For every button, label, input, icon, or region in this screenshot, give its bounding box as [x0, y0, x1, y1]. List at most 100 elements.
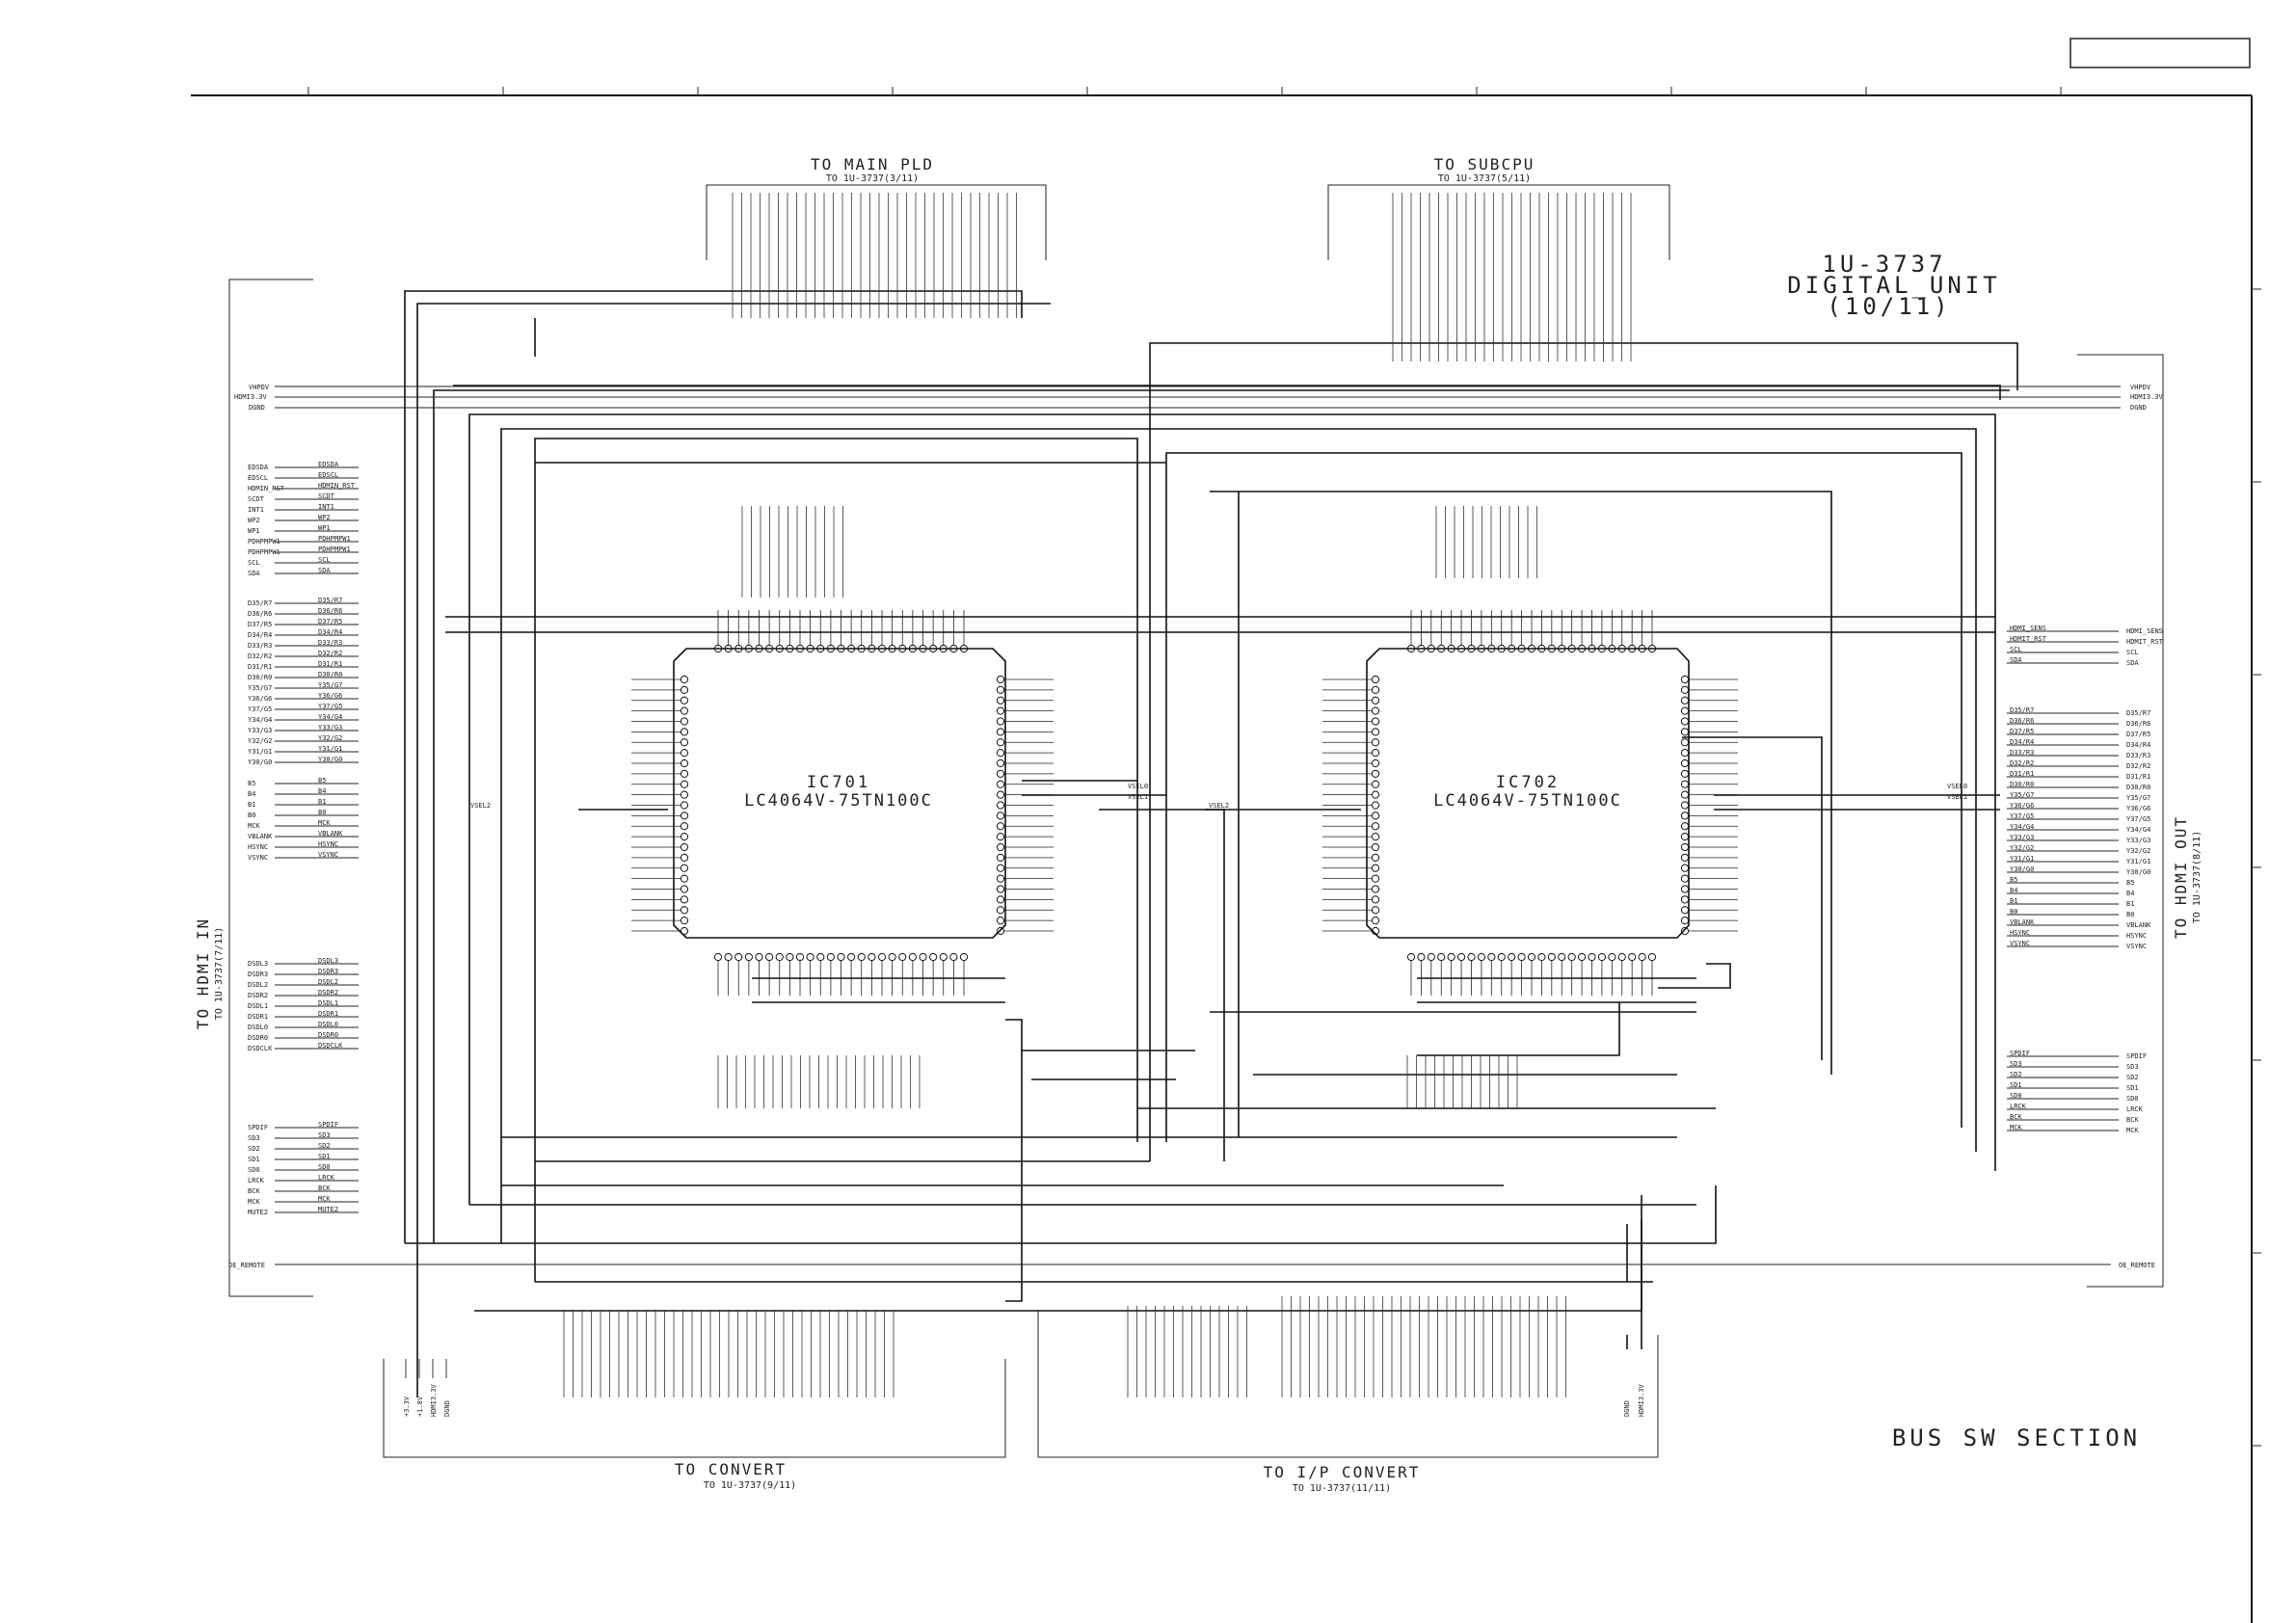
hdmi-out-net-label: D37/R5: [2010, 728, 2034, 735]
hdmi-out-signal: Y34/G4: [2126, 826, 2150, 834]
ic-pin: [939, 952, 948, 962]
ic-pin: [680, 895, 689, 904]
rail-dgnd-left: DGND: [249, 404, 265, 412]
ic-pin: [724, 644, 733, 653]
hdmi-out-net-label: D33/R3: [2010, 749, 2034, 757]
ic-pin: [949, 644, 958, 653]
ic-pin: [1508, 644, 1516, 653]
hdmi-in-net-label: MCK: [318, 1195, 331, 1203]
ic-pin: [996, 917, 1005, 925]
hdmi-out-signal: SDA: [2126, 659, 2139, 667]
ic-pin: [680, 706, 689, 715]
hdmi-out-signal: Y36/G6: [2126, 805, 2150, 812]
ic-pin: [1467, 644, 1476, 653]
ic-pin: [680, 822, 689, 831]
ic-pin: [1680, 926, 1690, 936]
vsel2-left: VSEL2: [470, 802, 491, 810]
ic-pin: [795, 644, 805, 653]
hdmi-out-net-label: LRCK: [2010, 1103, 2027, 1110]
ic-pin: [1371, 696, 1380, 705]
hdmi-in-net-label: D31/R1: [318, 660, 342, 668]
hdmi-in-net-label: Y32/G2: [318, 734, 342, 742]
ic-pin: [826, 644, 835, 653]
hdmi-in-signal: DSDR3: [248, 971, 268, 978]
hdmi-in-net-label: B5: [318, 777, 326, 785]
hdmi-in-net-label: WP2: [318, 514, 331, 521]
ic-pin: [1680, 895, 1690, 904]
frame-top: [191, 87, 2261, 1623]
ic-pin: [847, 952, 856, 962]
ic-pin: [1477, 644, 1486, 653]
hdmi-in-signal: DSDL3: [248, 960, 268, 968]
hdmi-out-net-label: Y37/G5: [2010, 812, 2034, 820]
hdmi-in-signal: BCK: [248, 1187, 260, 1195]
hdmi-in-net-label: DSDR3: [318, 968, 338, 975]
ic-pin: [1371, 822, 1380, 831]
oe-remote-line: OE_REMOTE OE_REMOTE: [228, 1262, 2155, 1269]
hdmi-in-signal: D33/R3: [248, 642, 272, 650]
ic-pin: [826, 952, 835, 962]
hdmi-in-net-label: WP1: [318, 524, 331, 532]
ic-pin: [1680, 790, 1690, 799]
hdmi-in-net-label: D30/R0: [318, 671, 342, 678]
hdmi-out-signal: Y32/G2: [2126, 847, 2150, 855]
hdmi-in-signal: Y31/G1: [248, 748, 272, 756]
hdmi-out-net-label: SD2: [2010, 1071, 2022, 1078]
ic-pin: [837, 952, 845, 962]
ic-pin: [959, 952, 969, 962]
ic-pin: [868, 644, 876, 653]
ic-pin: [786, 952, 794, 962]
ic-pin: [765, 644, 774, 653]
hdmi-out-net-label: SD3: [2010, 1060, 2022, 1068]
hdmi-out-signal: HDMIT_RST: [2126, 638, 2164, 646]
hdmi-out-signal: D32/R2: [2126, 762, 2150, 770]
hdmi-out-label: TO HDMI OUT: [2172, 815, 2190, 939]
ic-pin: [1680, 780, 1690, 788]
ic-pin: [755, 644, 763, 653]
section-title: BUS SW SECTION: [1892, 1424, 2141, 1451]
hdmi-out-signal: LRCK: [2126, 1105, 2144, 1113]
hdmi-out-net-label: D35/R7: [2010, 706, 2034, 714]
ic-pin: [680, 749, 689, 758]
hdmi-out-signal: HDMI_SENS: [2126, 627, 2163, 635]
ic-pin: [816, 644, 825, 653]
ic-pin: [1597, 952, 1607, 962]
hdmi-in-signal: DSDL2: [248, 981, 268, 989]
ic-pin: [1537, 952, 1546, 962]
hdmi-in-signal: MUTE2: [248, 1209, 268, 1216]
hdmi-in-signal: SDA: [248, 570, 260, 577]
ic-pin: [734, 952, 743, 962]
ic-pin: [1680, 675, 1690, 684]
hdmi-in-net-label: DSDL1: [318, 999, 338, 1007]
ic-pin: [1680, 769, 1690, 778]
hdmi-in-net-label: SD0: [318, 1163, 331, 1171]
ic-pin: [908, 644, 917, 653]
hdmi-in-net-label: SD3: [318, 1131, 331, 1139]
ic-pin: [680, 738, 689, 747]
ic-pin: [996, 769, 1005, 778]
ic-pin: [996, 926, 1005, 936]
ic-pin: [1617, 644, 1626, 653]
hdmi-in-net-label: DSDR0: [318, 1031, 338, 1039]
hdmi-in-signal: DSDL1: [248, 1002, 268, 1010]
hdmi-in-net-label: SDA: [318, 567, 331, 574]
hdmi-in-signal: Y35/G7: [248, 684, 272, 692]
ic-pin: [1647, 644, 1657, 653]
hdmi-in-net-label: DSDL2: [318, 978, 338, 986]
ic-pin: [1417, 644, 1426, 653]
oe-remote-left: OE_REMOTE: [228, 1262, 265, 1269]
ip-convert-ref: TO 1U-3737(11/11): [1293, 1483, 1391, 1494]
hdmi-in-signal: SD3: [248, 1134, 260, 1142]
ic701-ref: IC701: [807, 773, 870, 792]
ic-pin: [680, 717, 689, 726]
ic-pin: [1371, 780, 1380, 788]
power-rails-left: VHPDV HDMI3.3V DGND: [234, 384, 2121, 412]
ic-pin: [1371, 833, 1380, 841]
hdmi-in-signal: B4: [248, 790, 255, 798]
hdmi-in-signal: D32/R2: [248, 652, 272, 660]
ic-pin: [1417, 952, 1426, 962]
ic-pin: [1456, 644, 1466, 653]
hdmi-in-net-label: DSDR2: [318, 989, 338, 997]
ic-pin: [996, 885, 1005, 893]
